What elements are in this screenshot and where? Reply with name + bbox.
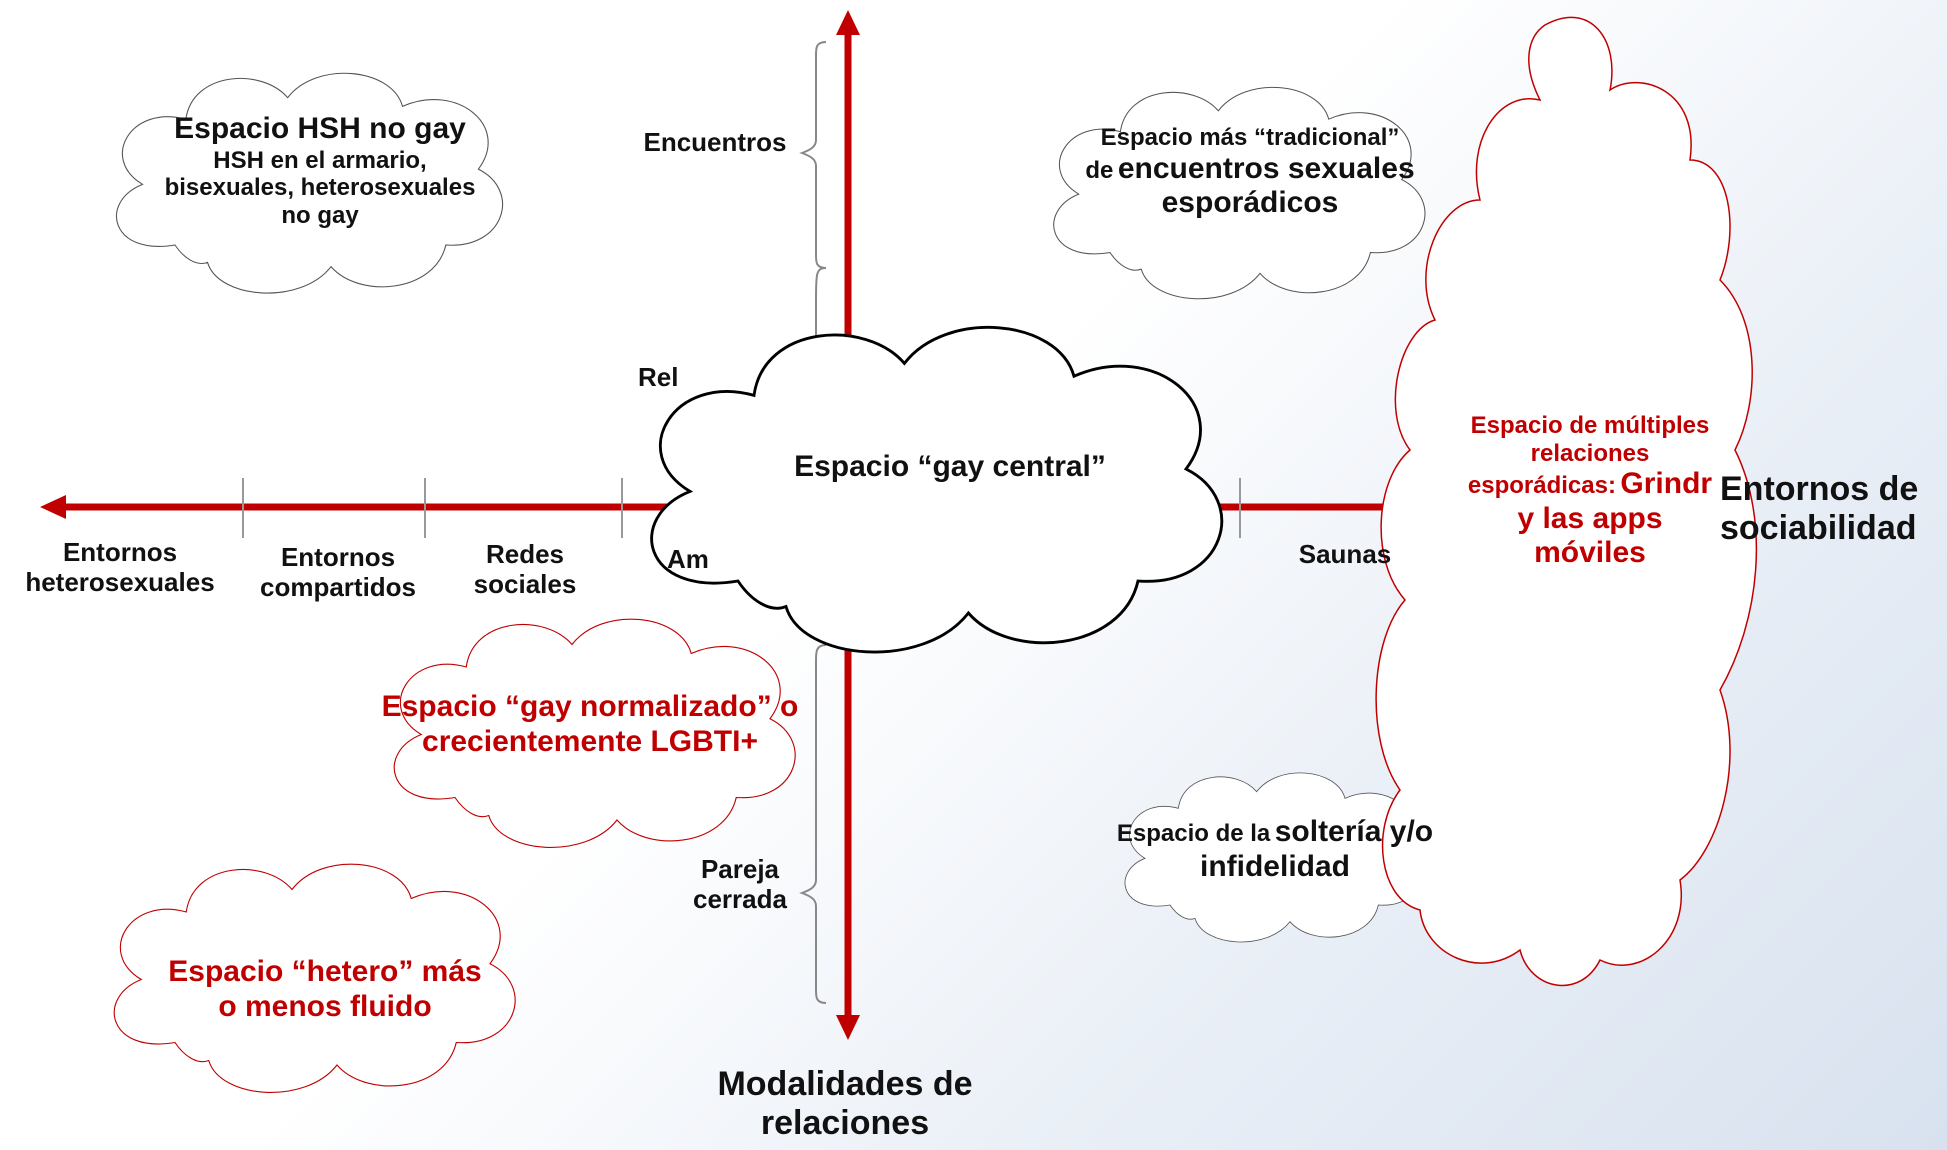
- cloud-tradicional-line3: esporádicos: [1161, 186, 1339, 220]
- cloud-apps-line3a: esporádicas:: [1467, 472, 1616, 500]
- x-tick-0-line2: heterosexuales: [25, 566, 215, 597]
- y-tick-0-line1: Encuentros: [643, 127, 787, 157]
- x-tick-label-2: Redes sociales: [455, 539, 595, 600]
- cloud-hsh-line2: bisexuales, heterosexuales: [164, 174, 476, 202]
- cloud-hsh-line3: no gay: [281, 201, 359, 229]
- x-tick-label-4: Saunas: [1285, 539, 1405, 570]
- cloud-tradicional-text: Espacio más “tradicional” de encuentros …: [1050, 124, 1450, 221]
- x-tick-4-line1: Saunas: [1298, 539, 1392, 569]
- x-tick-label-0: Entornos heterosexuales: [15, 537, 225, 598]
- cloud-apps-text: Espacio de múltiples relaciones esporádi…: [1440, 412, 1740, 571]
- cloud-apps-line1: Espacio de múltiples: [1470, 412, 1710, 439]
- x-tick-2-line2: sociales: [473, 568, 577, 599]
- x-axis-title: Entornos de sociabilidad: [1720, 470, 1940, 548]
- cloud-solteria-emph: soltería y/o: [1274, 815, 1434, 848]
- cloud-tradicional-de: de: [1085, 156, 1114, 184]
- cloud-normalizado-line1: Espacio “gay normalizado” o: [381, 690, 799, 723]
- cloud-central-label: Espacio “gay central”: [794, 450, 1106, 483]
- cloud-hetero-line1: Espacio “hetero” más: [168, 955, 482, 988]
- x-axis-separators: [242, 478, 1241, 538]
- y-tick-2-line1: Pareja: [700, 854, 780, 884]
- y-axis-braces: [799, 41, 827, 1004]
- y-tick-2-line2: cerrada: [693, 883, 787, 914]
- x-tick-2-line1: Redes: [485, 539, 565, 569]
- cloud-apps-shape: [1375, 16, 1758, 987]
- y-tick-1-line1: Rel: [638, 362, 679, 392]
- cloud-hetero-text: Espacio “hetero” más o menos fluido: [140, 955, 510, 1024]
- cloud-central-text: Espacio “gay central”: [760, 450, 1140, 485]
- x-tick-label-3: Am: [667, 544, 709, 575]
- cloud-hsh-line1: HSH en el armario,: [213, 146, 427, 174]
- cloud-apps-line2: relaciones: [1530, 439, 1650, 467]
- cloud-solteria-text: Espacio de la soltería y/o infidelidad: [1110, 815, 1440, 884]
- x-tick-1-line1: Entornos: [280, 542, 396, 572]
- x-tick-label-1: Entornos compartidos: [248, 542, 428, 603]
- cloud-tradicional-emph: encuentros sexuales: [1117, 151, 1415, 185]
- cloud-central-shape: [649, 325, 1224, 654]
- x-tick-1-line2: compartidos: [259, 571, 417, 602]
- cloud-apps-line4: y las apps: [1517, 501, 1663, 535]
- cloud-hsh-title: Espacio HSH no gay: [174, 112, 466, 145]
- y-axis-title-line1: Modalidades de: [717, 1065, 973, 1103]
- cloud-apps-line3b: Grindr: [1620, 467, 1713, 501]
- cloud-solteria-prefix: Espacio de la: [1116, 820, 1271, 847]
- y-axis-title-line2: relaciones: [760, 1104, 930, 1143]
- x-tick-0-line1: Entornos: [62, 537, 178, 567]
- cloud-hsh-text: Espacio HSH no gay HSH en el armario, bi…: [130, 112, 510, 229]
- y-axis-title: Modalidades de relaciones: [680, 1065, 1010, 1143]
- cloud-apps-line5: móviles: [1534, 536, 1646, 570]
- cloud-tradicional-line1: Espacio más “tradicional”: [1100, 124, 1400, 151]
- y-tick-label-0: Encuentros: [630, 127, 800, 158]
- cloud-normalizado-line2: crecientemente LGBTI+: [422, 724, 758, 758]
- cloud-normalizado-text: Espacio “gay normalizado” o crecientemen…: [370, 690, 810, 759]
- x-axis-title-line1: Entornos de: [1720, 470, 1919, 508]
- cloud-hetero-line2: o menos fluido: [218, 989, 432, 1023]
- y-tick-label-1: Rel: [638, 362, 698, 393]
- y-tick-label-2: Pareja cerrada: [685, 854, 795, 915]
- x-tick-3-line1: Am: [667, 544, 709, 574]
- x-axis-title-line2: sociabilidad: [1720, 509, 1917, 548]
- cloud-solteria-line2: infidelidad: [1200, 849, 1350, 883]
